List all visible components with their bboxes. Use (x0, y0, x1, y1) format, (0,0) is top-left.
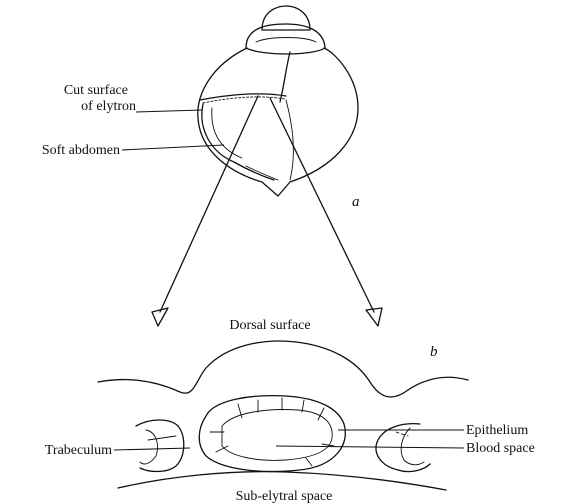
label-cut-surface-line2: of elytron (81, 99, 136, 114)
leader-blood-space (276, 446, 464, 448)
apex-collar (246, 24, 325, 54)
panel-letter-b: b (430, 344, 438, 360)
label-soft-abdomen: Soft abdomen (42, 143, 120, 158)
soft-abdomen-outline (202, 104, 274, 180)
label-trabeculum: Trabeculum (45, 443, 112, 458)
left-cell-stroke (148, 436, 176, 440)
apex-knob (262, 6, 310, 30)
epithelium-inner-boundary (222, 410, 332, 461)
median-seam (280, 52, 290, 102)
left-cell-inner (140, 430, 158, 464)
body-outline (198, 48, 358, 196)
label-blood-space: Blood space (466, 441, 535, 456)
label-dorsal-surface: Dorsal surface (229, 318, 310, 333)
sub-elytral-surface-outline (118, 472, 446, 490)
arrow-left-shaft (160, 96, 258, 312)
label-cut-surface-line1: Cut surface (64, 83, 128, 98)
label-epithelium: Epithelium (466, 423, 528, 438)
leader-trabeculum (114, 448, 190, 450)
dorsal-surface-outline (98, 341, 468, 397)
cut-surface-band (200, 94, 286, 100)
apex-collar-inner (256, 38, 316, 43)
label-sub-elytral-space: Sub-elytral space (236, 489, 333, 504)
panel-letter-a: a (352, 194, 360, 210)
epithelium-cell-walls (210, 398, 334, 466)
right-cell-inner (401, 428, 424, 465)
figure-a-drawing (122, 6, 382, 326)
figure-b-drawing (98, 341, 468, 490)
leader-cut-surface (136, 110, 202, 112)
